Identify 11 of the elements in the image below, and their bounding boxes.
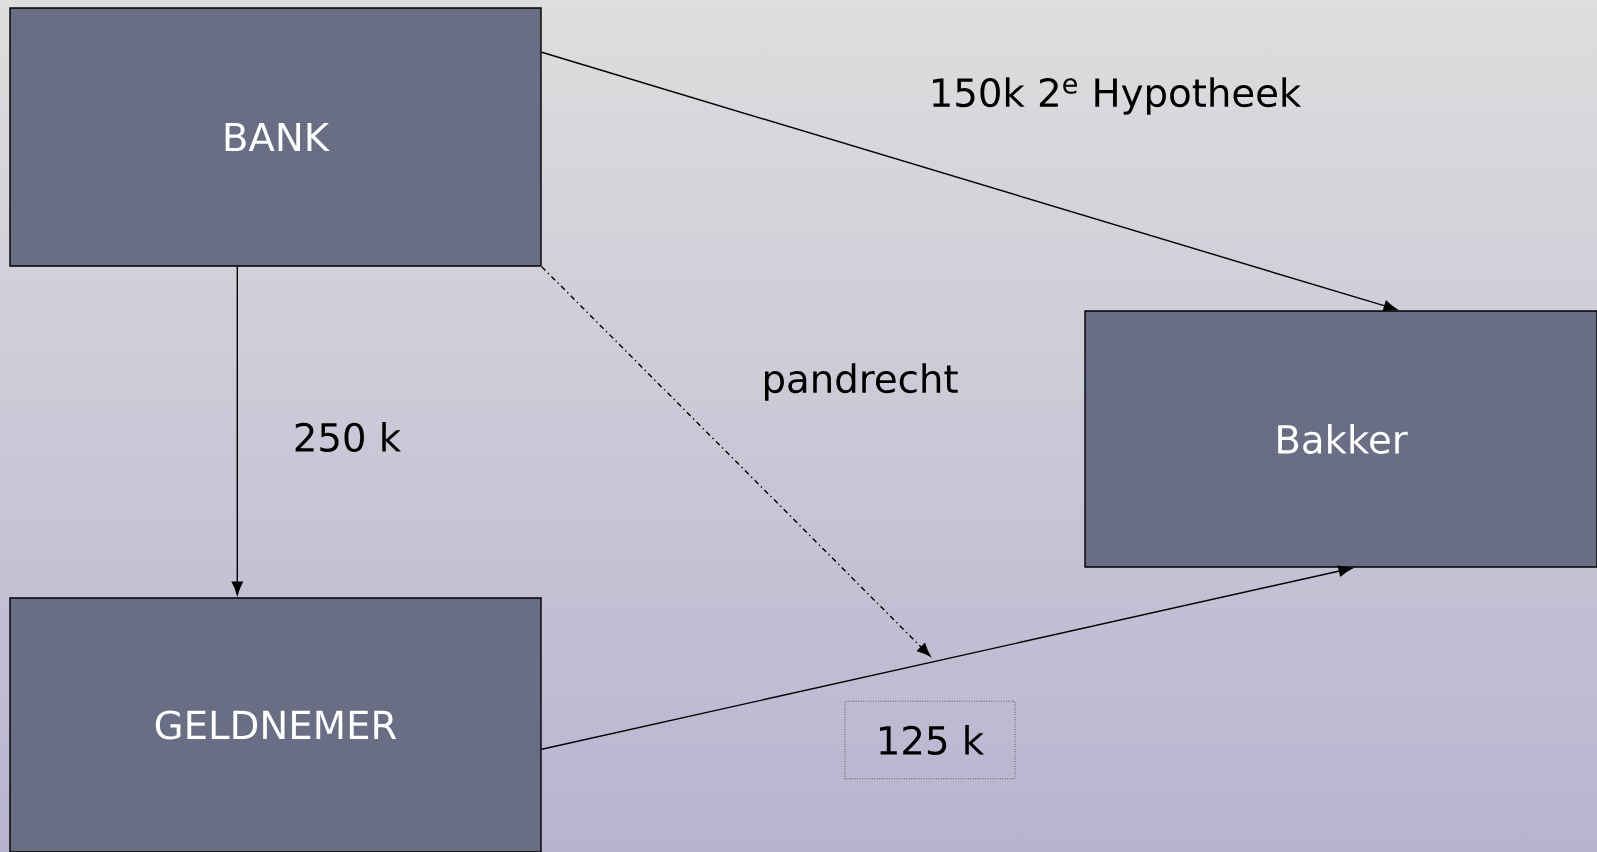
edge-label: 125 k	[844, 700, 1016, 780]
arrow	[231, 266, 243, 596]
arrow	[541, 565, 1353, 750]
arrow	[541, 51, 1398, 312]
entity-box: BANK	[9, 7, 542, 267]
edge-label: pandrecht	[765, 363, 958, 401]
arrow	[541, 266, 931, 657]
edge-label: 150k 2$^{e}$ Hypotheek	[932, 77, 1302, 115]
entity-box: Bakker	[1084, 310, 1597, 568]
entity-box: GELDNEMER	[9, 597, 542, 852]
edge-label: 250 k	[295, 422, 402, 452]
